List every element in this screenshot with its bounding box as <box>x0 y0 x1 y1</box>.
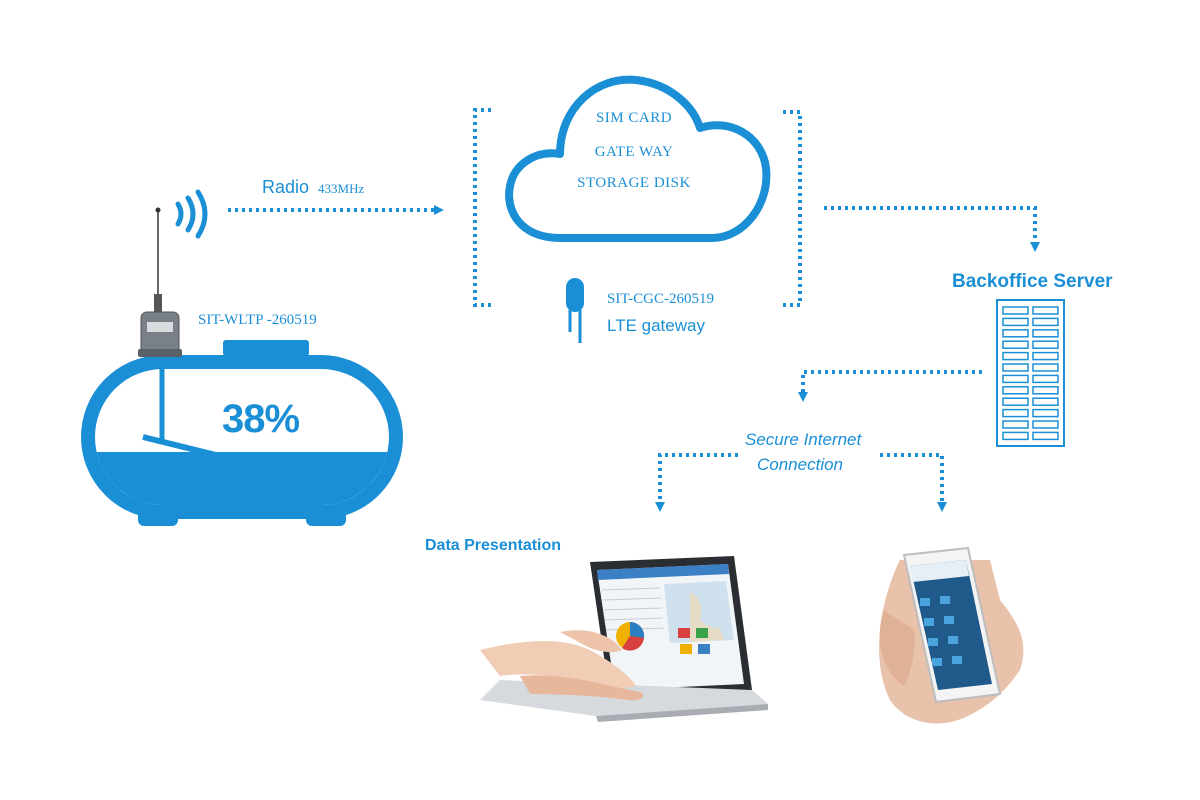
server-rack-slot <box>1032 317 1059 327</box>
connection-to-laptop-arrow <box>655 453 738 512</box>
bracket-left <box>473 108 491 307</box>
server-rack-slot <box>1032 363 1059 372</box>
server-rack-slot <box>1032 374 1059 384</box>
server-rack-slot <box>1002 431 1029 441</box>
laptop-icon <box>480 556 768 722</box>
server-rack-slot <box>1002 386 1029 395</box>
smartphone-icon <box>879 546 1024 724</box>
bracket-right <box>783 110 802 307</box>
server-rack-slot <box>1032 306 1059 315</box>
server-rack-slot <box>1032 386 1059 395</box>
server-rack-slot <box>1032 397 1059 406</box>
cloud-line-gateway: GATE WAY <box>594 144 674 160</box>
gateway-model: SIT-CGC-260519 <box>607 291 714 307</box>
antenna-icon <box>138 207 182 357</box>
radio-label: Radio 433MHz <box>262 177 364 198</box>
server-rack-slot <box>1002 420 1029 429</box>
server-rack-slot <box>1002 408 1029 418</box>
radio-waves-icon <box>175 189 208 239</box>
server-rack-slot <box>1032 420 1059 429</box>
connection-line-1: Secure Internet <box>745 430 862 449</box>
server-label: Backoffice Server <box>952 271 1113 292</box>
cloud-to-server-arrow <box>824 206 1040 252</box>
sensor-label: SIT-WLTP -260519 <box>198 312 317 328</box>
server-rack-slot <box>1002 397 1029 406</box>
server-rack-slot <box>1032 329 1059 338</box>
server-rack-slot <box>1032 408 1059 418</box>
server-rack-slot <box>1002 351 1029 361</box>
server-rack-slot <box>1032 351 1059 361</box>
server-rack-slot <box>1002 306 1029 315</box>
server-rack-slot <box>1002 329 1029 338</box>
server-rack-slot <box>1032 431 1059 441</box>
gateway-type: LTE gateway <box>607 316 705 335</box>
connection-to-phone-arrow <box>880 453 947 512</box>
server-to-connection-arrow <box>798 370 982 402</box>
radio-frequency: 433MHz <box>318 181 365 196</box>
server-rack-slot <box>1002 374 1029 384</box>
gateway-device-icon <box>566 278 584 343</box>
server-rack-slot <box>1002 340 1029 349</box>
tank-icon <box>81 340 403 526</box>
server-rack-slot <box>1032 340 1059 349</box>
server-rack-slot <box>1002 363 1029 372</box>
tank-level-percent: 38% <box>222 397 300 441</box>
cloud-icon <box>505 75 771 242</box>
cloud-line-sim-card: SIM CARD <box>595 110 673 126</box>
radio-label-text: Radio <box>262 177 310 197</box>
connection-line-2: Connection <box>757 455 844 474</box>
cloud-line-storage: STORAGE DISK <box>577 175 691 191</box>
server-rack-icon <box>996 299 1065 447</box>
data-presentation-label: Data Presentation <box>425 537 562 554</box>
server-rack-slot <box>1002 317 1029 327</box>
